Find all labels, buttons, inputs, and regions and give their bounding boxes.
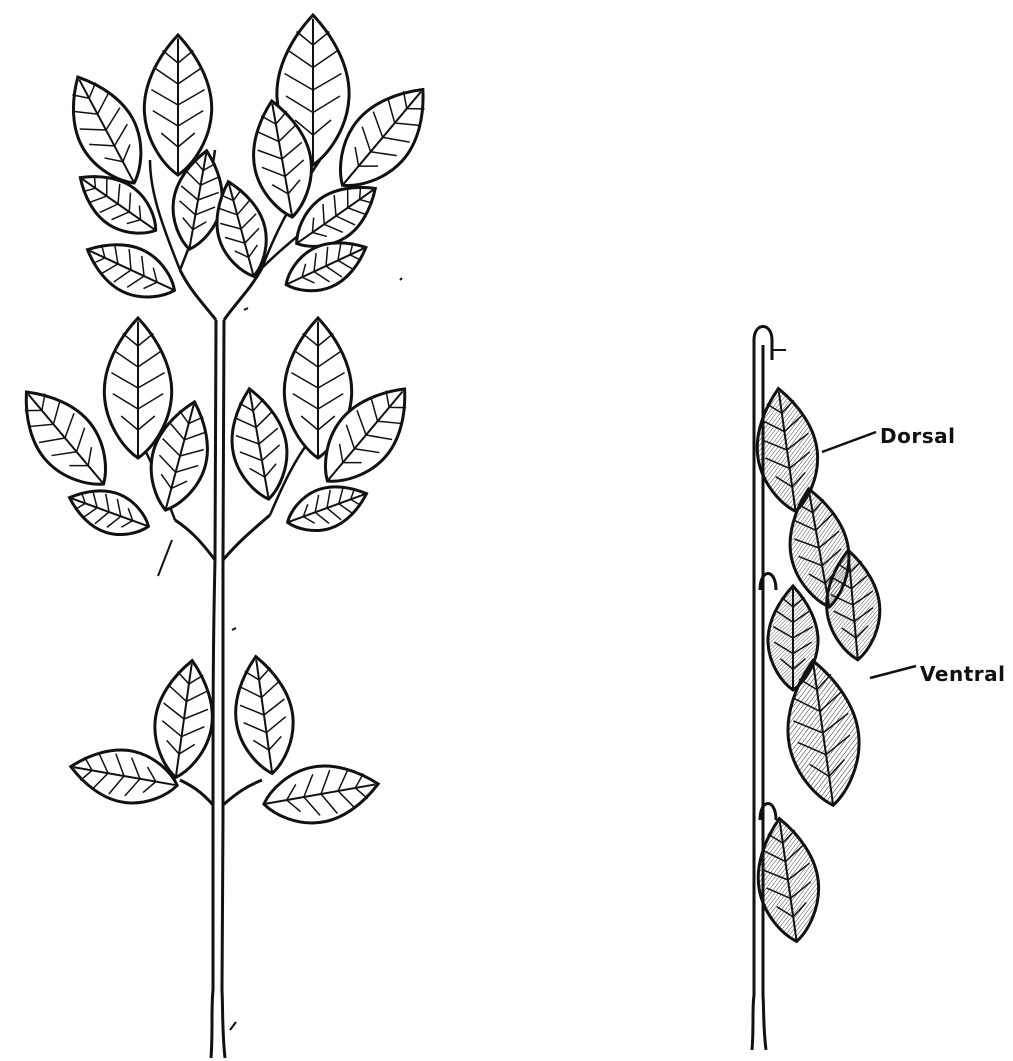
label-dorsal: Dorsal — [880, 424, 955, 448]
leaf-top-cluster — [52, 15, 446, 311]
compound-leaf-branch-icon — [4, 15, 446, 1058]
label-ventral: Ventral — [920, 662, 1005, 686]
dorsal-leaf-stack — [749, 384, 884, 690]
bottom-leaf — [750, 814, 826, 945]
ventral-leader-line — [870, 666, 916, 678]
dorsal-leader-line — [822, 432, 876, 452]
